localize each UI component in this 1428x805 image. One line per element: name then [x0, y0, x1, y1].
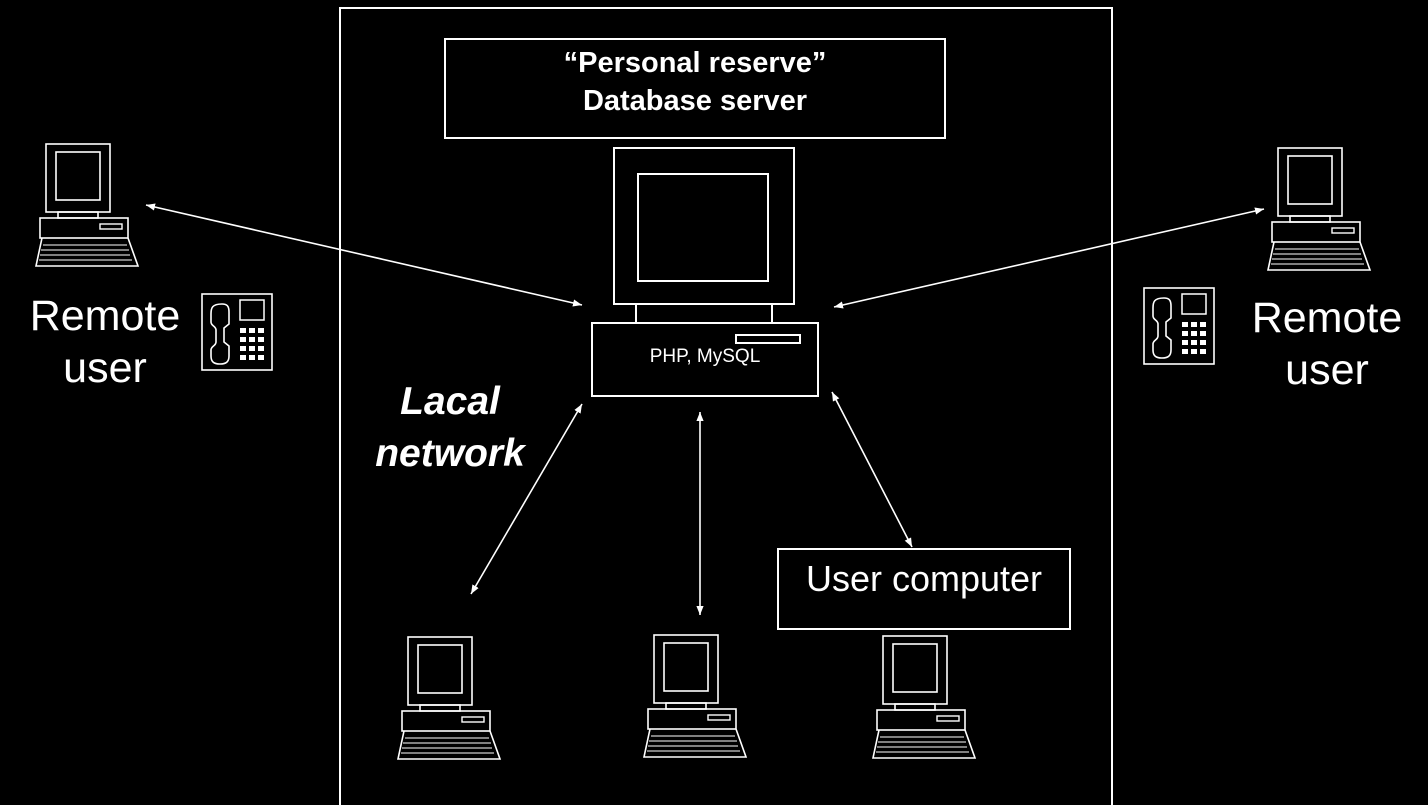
remote-user-right-line2: user	[1285, 346, 1369, 394]
server-title-line1: “Personal reserve”	[563, 47, 827, 79]
remote-user-right-label: Remote user	[1227, 292, 1427, 396]
server-title-box	[444, 38, 946, 139]
remote-computer-left-icon	[35, 143, 139, 267]
server-stack-label: PHP, MySQL	[649, 346, 761, 367]
remote-user-left-line2: user	[63, 344, 147, 392]
remote-user-left-label: Remote user	[5, 290, 205, 394]
arrow-remote-right	[833, 207, 1265, 309]
server-title-line2: Database server	[582, 85, 808, 117]
local-computer-2-icon	[643, 634, 747, 758]
remote-user-right-line1: Remote	[1251, 294, 1403, 342]
phone-right-icon	[1143, 287, 1215, 365]
user-computer-label: User computer	[805, 558, 1043, 599]
local-network-boundary	[339, 7, 1113, 805]
server-title: “Personal reserve” Database server	[444, 44, 946, 120]
arrow-local-1	[470, 403, 583, 595]
server-computer-icon	[591, 147, 819, 397]
phone-left-icon	[201, 293, 273, 371]
local-computer-3-icon	[872, 635, 976, 759]
arrow-local-3	[831, 391, 913, 548]
remote-computer-right-icon	[1267, 147, 1371, 271]
local-computer-1-icon	[397, 636, 501, 760]
user-computer-box	[777, 548, 1071, 630]
arrow-remote-left	[145, 203, 583, 307]
